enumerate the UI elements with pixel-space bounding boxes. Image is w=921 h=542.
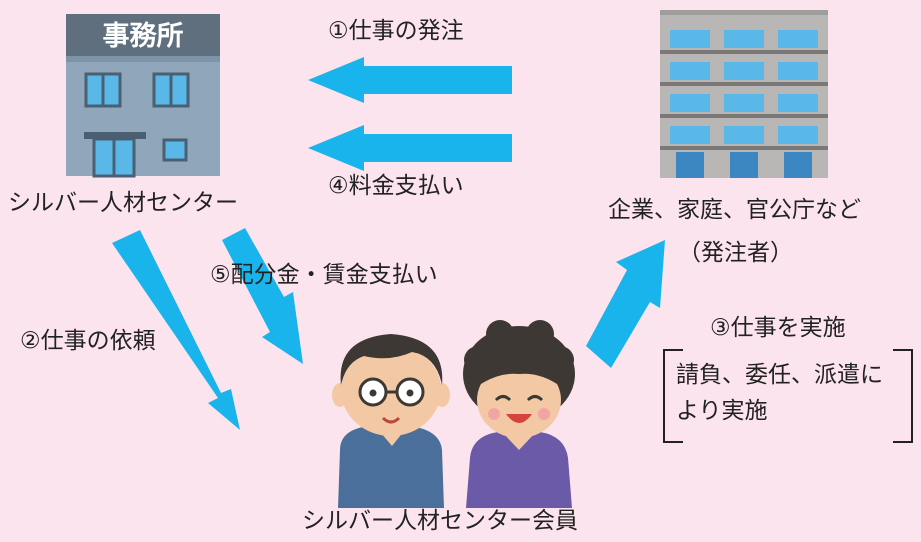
office-building-icon: 事務所 — [66, 14, 220, 178]
arrow-step4-icon — [308, 125, 512, 171]
arrow-step5-icon — [222, 228, 303, 364]
arrow-step2-icon — [112, 230, 240, 430]
step4-label: ④料金支払い — [328, 173, 464, 199]
office-sign-text: 事務所 — [103, 21, 184, 52]
step2-label: ②仕事の依頼 — [20, 328, 156, 354]
members-label: シルバー人材センター会員 — [302, 508, 578, 534]
man-icon — [332, 334, 450, 508]
woman-icon — [463, 320, 575, 508]
arrow-step1-icon — [308, 57, 512, 103]
step3-detail-line1: 請負、委任、派遣に — [676, 362, 883, 388]
step1-label: ①仕事の発注 — [328, 18, 464, 44]
step3-label: ③仕事を実施 — [710, 315, 846, 341]
step3-detail: 請負、委任、派遣に より実施 — [676, 357, 883, 429]
client-label: 企業、家庭、官公庁など — [608, 197, 861, 223]
client-sublabel: （発注者） — [678, 240, 793, 266]
step3-detail-line2: より実施 — [676, 398, 768, 424]
apartment-building-icon — [660, 10, 828, 178]
office-label: シルバー人材センター — [8, 190, 238, 216]
step5-label: ⑤配分金・賃金支払い — [210, 262, 438, 288]
arrow-step3-icon — [586, 240, 665, 368]
detail-bracket — [663, 349, 913, 443]
